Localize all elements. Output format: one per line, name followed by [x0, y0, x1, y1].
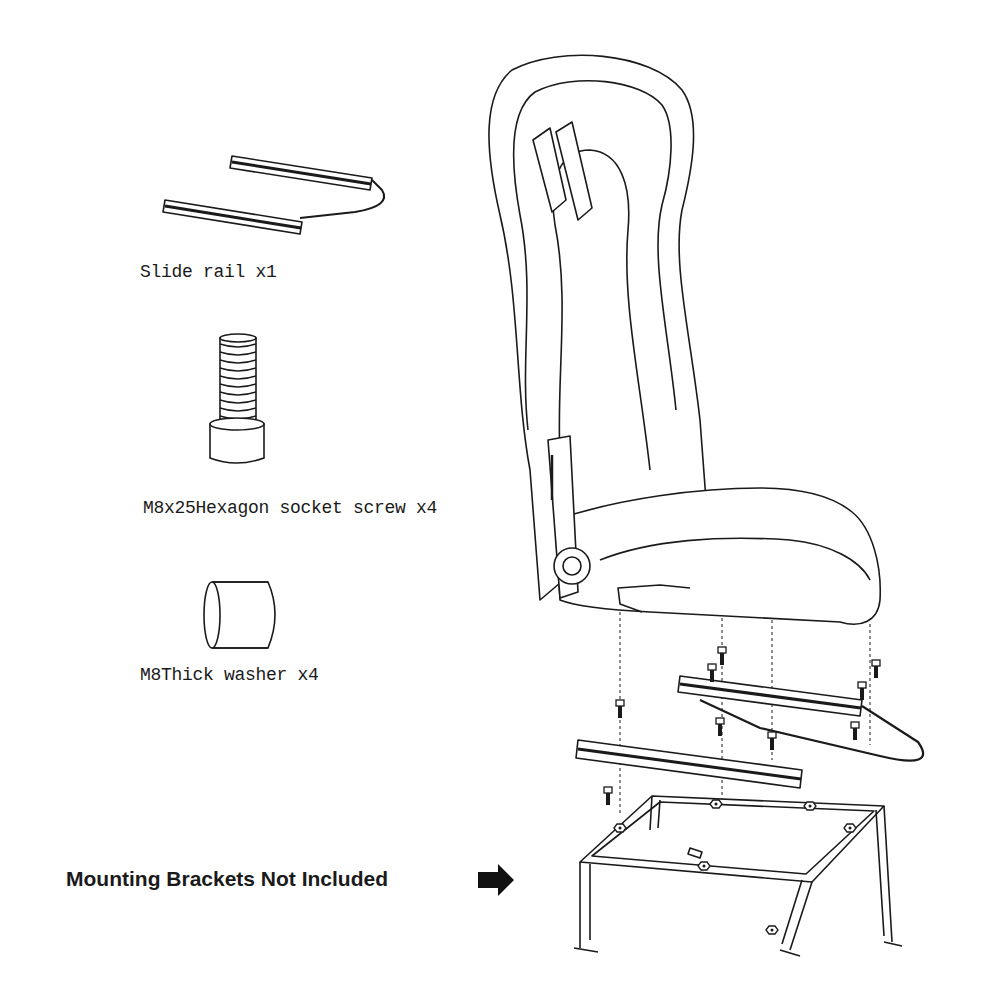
bolt	[872, 660, 880, 678]
bolt	[708, 664, 716, 682]
nut	[844, 824, 856, 832]
racing-seat	[489, 55, 880, 624]
slide-rail-icon	[163, 156, 384, 234]
part-label: M8x25Hexagon socket screw x4	[143, 498, 437, 519]
pointer-arrow	[478, 864, 514, 896]
thick-washer-icon	[212, 582, 268, 648]
slide-rail-icon	[163, 200, 302, 234]
mounting-bracket	[650, 796, 660, 830]
slide-rail	[680, 684, 861, 708]
alignment-line	[620, 612, 870, 815]
racing-seat	[563, 557, 581, 575]
socket-screw-icon	[220, 334, 256, 342]
racing-seat	[618, 585, 690, 612]
mounting-bracket	[780, 880, 812, 956]
racing-seat	[514, 81, 676, 430]
bolt	[851, 722, 859, 740]
mounting-bracket	[580, 796, 884, 882]
bolt	[768, 732, 776, 750]
mounting-bracket	[574, 862, 598, 952]
bolt	[616, 700, 624, 718]
racing-seat	[553, 150, 650, 470]
slide-rail	[576, 676, 923, 788]
racing-seat	[555, 488, 880, 624]
thick-washer-icon	[212, 582, 275, 648]
slide-rail	[678, 676, 862, 716]
alignment-line	[870, 624, 871, 745]
thick-washer-icon	[204, 582, 275, 648]
bolt	[858, 682, 866, 700]
slide-rail-icon	[230, 156, 372, 190]
socket-screw-icon	[220, 338, 256, 424]
slide-rail-icon	[232, 162, 371, 184]
socket-screw-icon	[210, 334, 264, 463]
mounting-bracket	[574, 796, 902, 956]
slide-rail	[576, 740, 802, 788]
mounting-bracket	[876, 806, 902, 946]
bolt	[716, 718, 724, 736]
nut	[614, 824, 626, 832]
thick-washer-icon	[204, 582, 220, 648]
nut	[710, 800, 722, 808]
bolt	[718, 647, 726, 665]
mounting-bracket	[592, 802, 874, 874]
slide-rail	[578, 749, 801, 779]
bolt	[604, 787, 612, 805]
socket-screw-icon	[220, 344, 256, 419]
nut	[804, 802, 816, 810]
part-label: M8Thick washer x4	[140, 665, 319, 686]
racing-seat	[556, 122, 592, 220]
nut	[698, 862, 710, 870]
note-label: Mounting Brackets Not Included	[66, 867, 388, 891]
racing-seat	[554, 548, 590, 584]
racing-seat	[551, 455, 554, 500]
mounting-bracket	[688, 848, 702, 858]
socket-screw-icon	[210, 418, 264, 430]
nut	[614, 800, 856, 934]
slide-rail-icon	[165, 206, 301, 228]
racing-seat	[600, 538, 870, 580]
nut	[766, 926, 778, 934]
part-label: Slide rail x1	[140, 262, 277, 283]
